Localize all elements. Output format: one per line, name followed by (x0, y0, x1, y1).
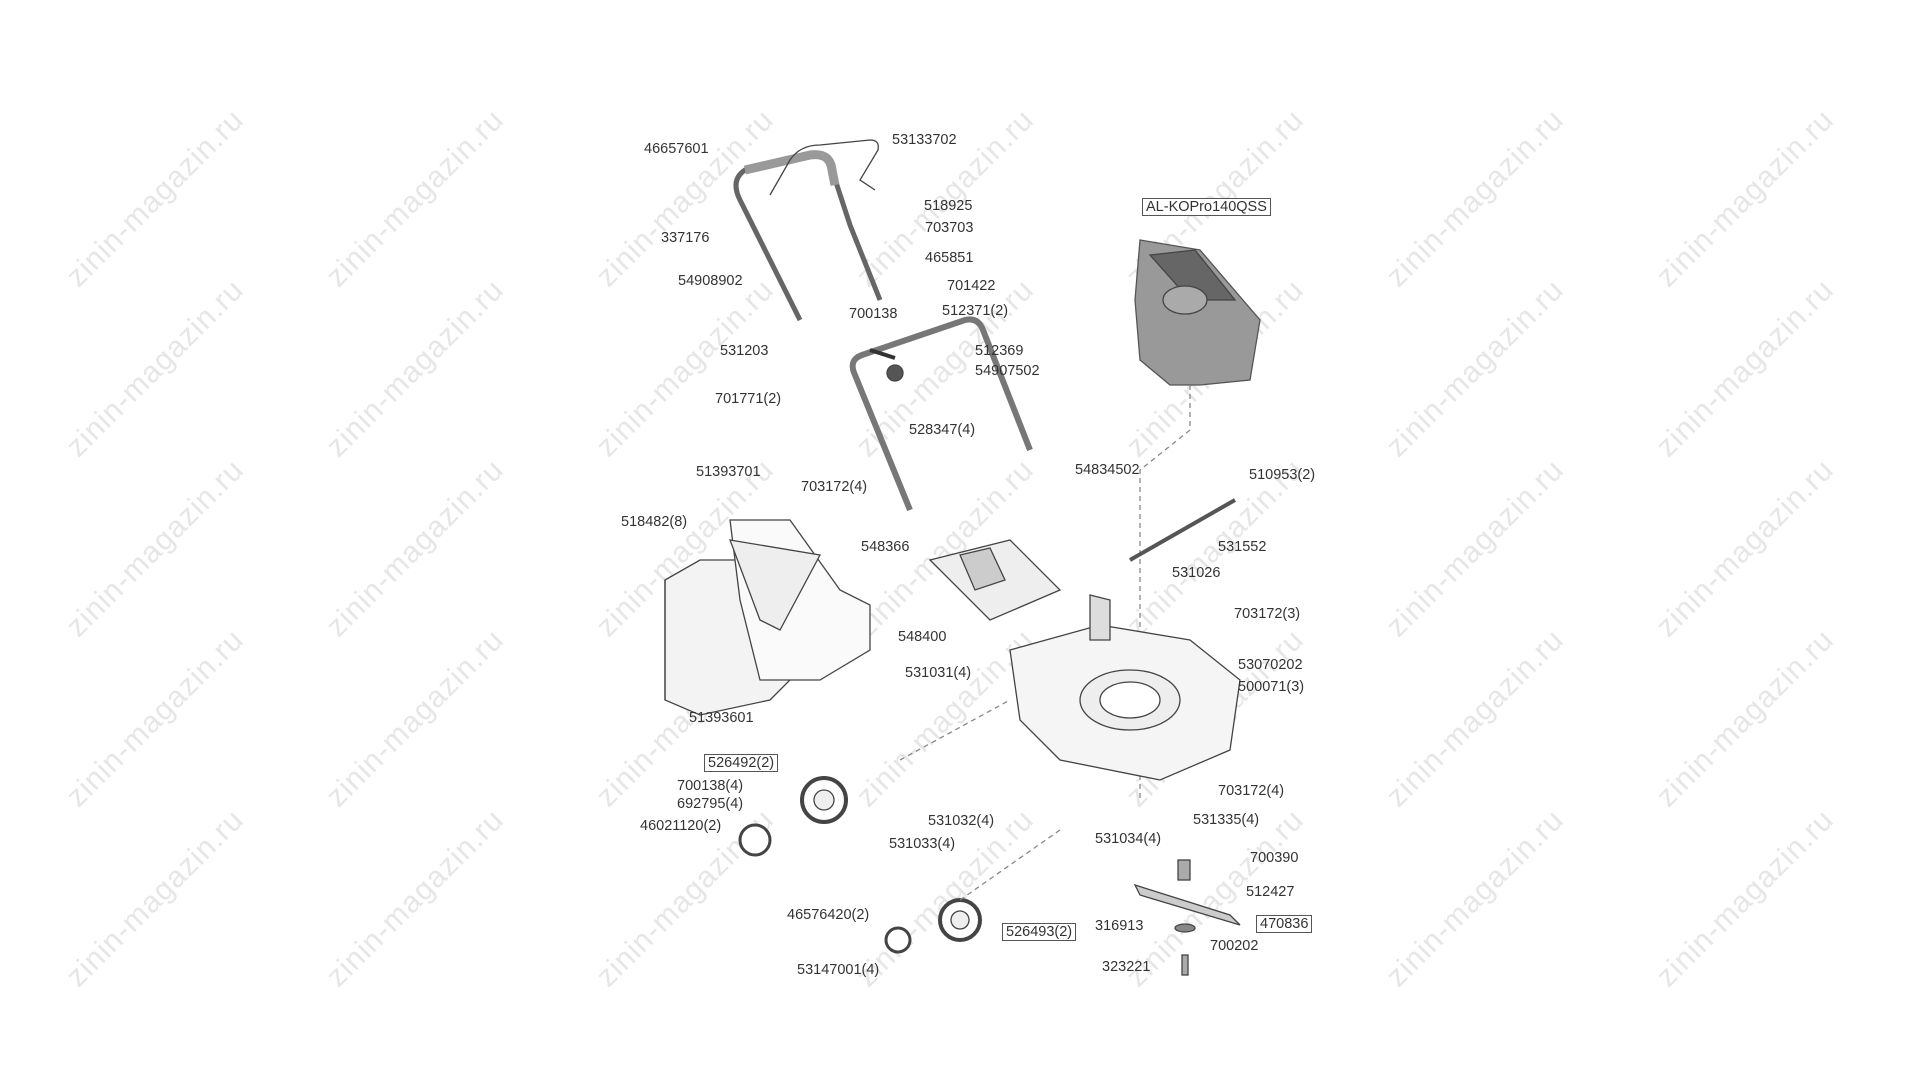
part-label: 510953(2) (1249, 467, 1316, 483)
part-label: 531031(4) (905, 665, 972, 681)
part-label-boxed: 526493(2) (1002, 923, 1077, 941)
part-label: 528347(4) (909, 422, 976, 438)
part-label: 531335(4) (1193, 812, 1260, 828)
part-label: 703172(4) (801, 479, 868, 495)
part-label: 548400 (898, 629, 947, 645)
part-label: 700390 (1250, 850, 1299, 866)
axle-shaft (1129, 498, 1236, 562)
part-label: 700138 (849, 306, 898, 322)
part-label: 512371(2) (942, 303, 1009, 319)
rear-cover (928, 539, 1062, 621)
part-label: 54834502 (1075, 462, 1140, 478)
part-label: 512369 (975, 343, 1024, 359)
lower-handle (849, 316, 1033, 512)
part-label: 53147001(4) (797, 962, 880, 978)
part-label: 54907502 (975, 363, 1040, 379)
part-label: 46657601 (644, 141, 709, 157)
part-label: 531032(4) (928, 813, 995, 829)
part-label: 548366 (861, 539, 910, 555)
engine-model-label: AL-KOPro140QSS (1142, 198, 1271, 216)
part-label: 531026 (1172, 565, 1221, 581)
part-label: 323221 (1102, 959, 1151, 975)
part-label: 531033(4) (889, 836, 956, 852)
part-label-boxed: 526492(2) (704, 754, 779, 772)
part-label: 465851 (925, 250, 974, 266)
part-label: 703703 (925, 220, 974, 236)
part-label: 700138(4) (677, 778, 744, 794)
part-label: 53070202 (1238, 657, 1303, 673)
blade (1133, 859, 1241, 976)
part-label: 531034(4) (1095, 831, 1162, 847)
part-label: 692795(4) (677, 796, 744, 812)
part-label: 46021120(2) (640, 818, 722, 834)
wheels (738, 776, 982, 954)
part-label: 46576420(2) (787, 907, 870, 923)
part-label: 518482(8) (621, 514, 688, 530)
part-label: 701422 (947, 278, 996, 294)
upper-handle (733, 139, 883, 322)
part-label: 531552 (1218, 539, 1267, 555)
part-label: 51393601 (689, 710, 754, 726)
part-label: 316913 (1095, 918, 1144, 934)
part-label: 53133702 (892, 132, 957, 148)
part-label: 531203 (720, 343, 769, 359)
part-label-boxed: 470836 (1256, 915, 1313, 933)
mower-deck (1009, 594, 1241, 781)
part-label: 500071(3) (1238, 679, 1305, 695)
part-label: 703172(3) (1234, 606, 1301, 622)
part-label: 703172(4) (1218, 783, 1285, 799)
part-label: 700202 (1210, 938, 1259, 954)
part-label: 337176 (661, 230, 710, 246)
part-label: 51393701 (696, 464, 761, 480)
grass-catcher (664, 519, 871, 716)
part-label: 518925 (924, 198, 973, 214)
part-label: 512427 (1246, 884, 1295, 900)
part-label: 54908902 (678, 273, 743, 289)
part-label: 701771(2) (715, 391, 782, 407)
